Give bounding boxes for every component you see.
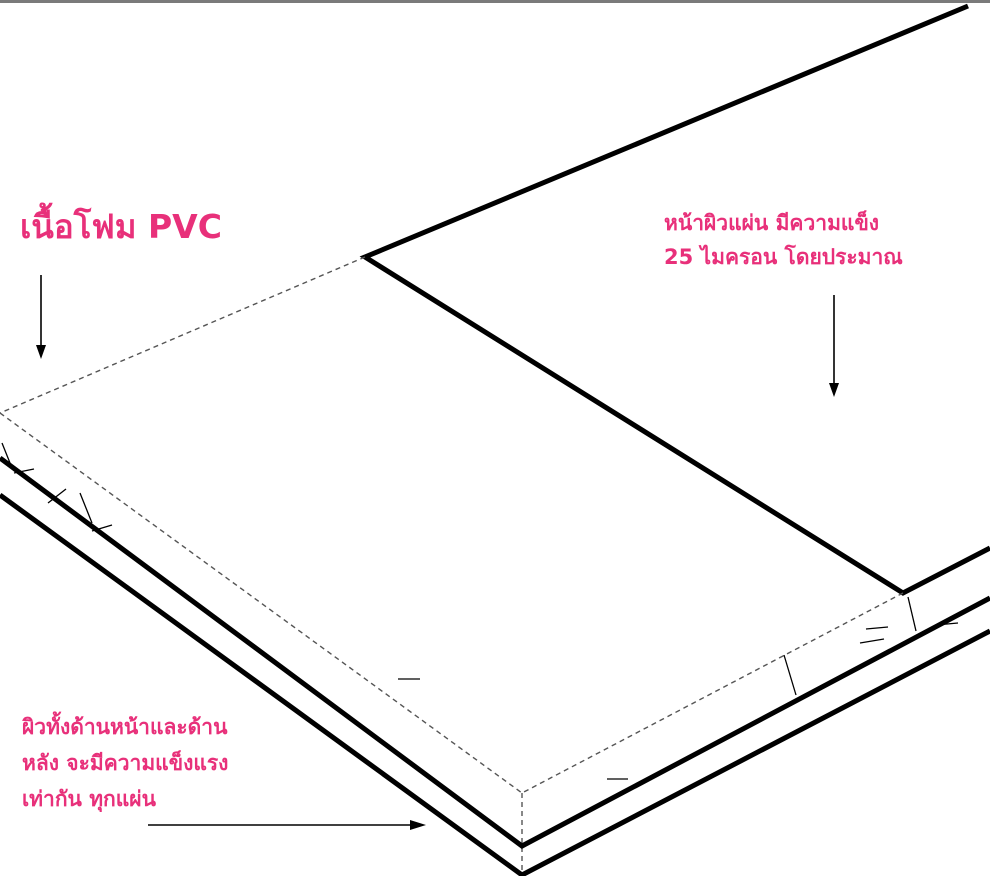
arrow-both-sides bbox=[148, 820, 426, 830]
arrow-icon bbox=[410, 820, 426, 830]
foam-body-dashed-top bbox=[0, 256, 366, 414]
both-sides-label-line-1: ผิวทั้งด้านหน้าและด้าน bbox=[22, 715, 228, 739]
bottom-skin-line-2 bbox=[0, 492, 990, 876]
both-sides-label-line-2: หลัง จะมีความแข็งแรง bbox=[22, 751, 229, 775]
top-surface-label: หน้าผิวแผ่น มีความแข็ง 25 ไมครอน โดยประม… bbox=[664, 206, 903, 274]
arrow-foam bbox=[36, 275, 46, 359]
both-sides-label: ผิวทั้งด้านหน้าและด้าน หลัง จะมีความแข็ง… bbox=[22, 709, 228, 817]
arrow-top-surface bbox=[829, 295, 839, 397]
foam-label: เนื้อโฟม PVC bbox=[20, 207, 222, 246]
arrow-icon bbox=[829, 383, 839, 397]
top-surface-label-line-1: หน้าผิวแผ่น มีความแข็ง bbox=[664, 211, 880, 235]
top-skin-outline bbox=[359, 3, 990, 596]
arrow-icon bbox=[36, 345, 46, 359]
both-sides-label-line-3: เท่ากัน ทุกแผ่น bbox=[22, 787, 156, 811]
top-surface-label-line-2: 25 ไมครอน โดยประมาณ bbox=[664, 245, 903, 269]
bottom-skin-line-1 bbox=[0, 455, 990, 849]
board-drawing bbox=[0, 3, 990, 876]
texture-marks bbox=[1, 442, 959, 780]
